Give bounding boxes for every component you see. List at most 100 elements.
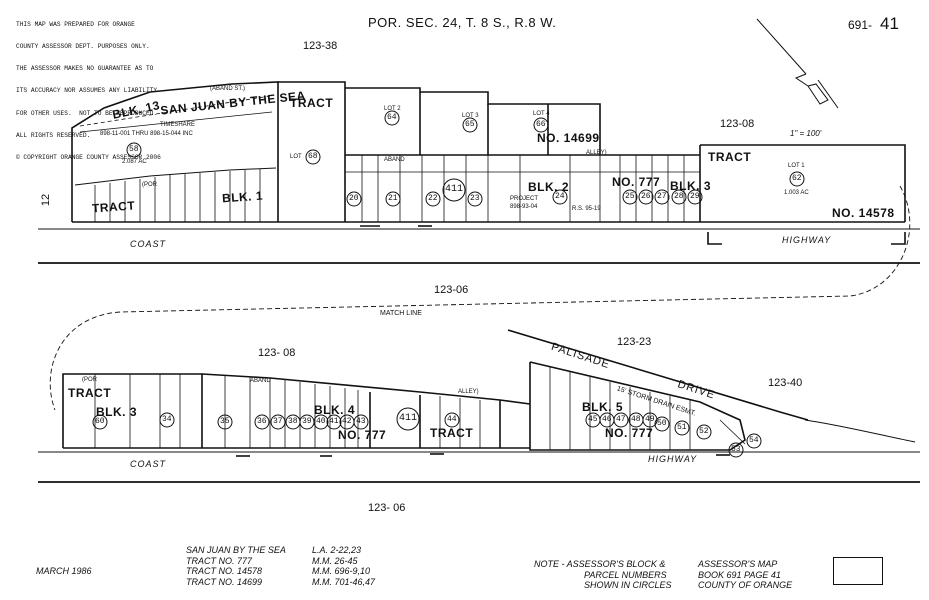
bottom-section — [38, 329, 920, 483]
match-line-label: MATCH LINE — [380, 310, 422, 317]
tract-label: TRACT — [91, 198, 136, 216]
parcel-number: 43 — [356, 417, 366, 426]
parcel-number: 40 — [316, 417, 326, 426]
block-label: BLK. 1 — [221, 188, 264, 206]
parcel-number: 62 — [792, 174, 802, 183]
page-number: 41 — [880, 14, 899, 33]
disclaimer-line: FOR OTHER USES. NOT TO BE REPRODUCED. — [16, 109, 158, 117]
project-number: 898-93-04 — [510, 204, 538, 210]
map-date: MARCH 1986 — [36, 566, 92, 576]
note: NOTE - ASSESSOR'S BLOCK & PARCEL NUMBERS… — [534, 559, 672, 591]
note-line: NOTE - ASSESSOR'S BLOCK & — [534, 559, 666, 569]
parcel-number: 66 — [536, 120, 546, 129]
scale-label: 1" = 100' — [790, 129, 822, 138]
assessor-county: COUNTY OF ORANGE — [698, 580, 793, 590]
parcel-number: 26 — [641, 192, 651, 201]
tract-name: TRACT NO. 777 — [186, 555, 253, 566]
book-ref: 123-40 — [768, 377, 803, 389]
page-prefix: 691- — [848, 18, 873, 32]
parcel-number: 29 — [690, 192, 700, 201]
parcel-number: 47 — [616, 415, 626, 424]
lot-label: LOT — [290, 154, 302, 160]
tract-name: SAN JUAN BY THE SEA — [186, 545, 286, 555]
timeshare-label: TIMESHARE — [160, 122, 196, 128]
acreage: 2.087 AC — [122, 159, 147, 165]
disclaimer: THIS MAP WAS PREPARED FOR ORANGE COUNTY … — [16, 6, 161, 169]
lot-label: LOT 2 — [384, 106, 401, 112]
book-ref: 123-23 — [617, 336, 652, 348]
parcel-number: 41 — [329, 417, 339, 426]
parcel-number: 58 — [129, 145, 139, 154]
project-label: PROJECT — [510, 196, 539, 202]
parcel-number: 44 — [447, 415, 457, 424]
disclaimer-line: THE ASSESSOR MAKES NO GUARANTEE AS TO — [16, 65, 154, 73]
acreage: 1.003 AC — [784, 190, 809, 196]
road-label: HIGHWAY — [782, 235, 832, 245]
book-ref: 123- 06 — [368, 502, 406, 514]
parcel-number: 64 — [387, 113, 397, 122]
parcel-number: 22 — [428, 194, 438, 203]
parcel-circles-bottom — [92, 407, 762, 458]
tract-label: TRACT — [430, 426, 474, 440]
lot-label: LOT 1 — [788, 163, 805, 169]
parcel-number: 50 — [657, 419, 667, 428]
parcel-number: 411 — [445, 184, 464, 195]
disclaimer-line: THIS MAP WAS PREPARED FOR ORANGE — [16, 20, 135, 28]
abandoned-label: ABAND — [384, 157, 405, 163]
parcel-number: 46 — [602, 415, 612, 424]
disclaimer-line: ALL RIGHTS RESERVED. — [16, 131, 91, 139]
tract-number: NO. 14699 — [537, 131, 600, 145]
assessor-book-page: BOOK 691 PAGE 41 — [698, 569, 781, 580]
alley-label: ALLEY) — [458, 389, 479, 395]
portion-label: (POR — [82, 377, 97, 383]
road-label: HIGHWAY — [648, 454, 698, 464]
tract-name: TRACT NO. 14578 — [186, 566, 263, 576]
tract-reference-row: SAN JUAN BY THE SEA L.A. 2-22,23 — [186, 545, 375, 556]
parcel-number: 36 — [257, 417, 267, 426]
block-label: BLK. 5 — [582, 400, 624, 414]
tract-ref: M.M. 701-46,47 — [312, 576, 376, 587]
parcel-number: 25 — [625, 192, 635, 201]
tract-name: TRACT NO. 14699 — [186, 576, 263, 587]
parcel-number: 39 — [302, 417, 312, 426]
tract-reference-row: TRACT NO. 14699 M.M. 701-46,47 — [186, 577, 375, 588]
parcel-number: 20 — [349, 194, 359, 203]
match-line — [49, 185, 911, 411]
parcel-number: 42 — [342, 417, 352, 426]
parcel-number: 65 — [465, 120, 475, 129]
parcel-number: 24 — [555, 192, 565, 201]
parcel-number: 60 — [95, 417, 105, 426]
parcel-number: 23 — [470, 194, 480, 203]
parcel-number: 53 — [731, 445, 741, 454]
tract-ref: M.M. 696-9,10 — [312, 566, 371, 576]
tract-number: NO. 777 — [605, 426, 654, 440]
parcel-number: 37 — [273, 417, 283, 426]
block-label: BLK. 3 — [96, 405, 138, 419]
tract-number: NO. 14578 — [832, 206, 895, 220]
book-ref: 12 — [40, 193, 53, 207]
block-label: BLK. 4 — [314, 403, 356, 417]
abandoned-label: ABAND — [250, 378, 271, 384]
record-survey: R.S. 95-19 — [572, 206, 601, 212]
tract-label: TRACT — [708, 150, 752, 164]
disclaimer-line: ITS ACCURACY NOR ASSUMES ANY LIABILITY — [16, 87, 158, 95]
section-title: POR. SEC. 24, T. 8 S., R.8 W. — [368, 15, 557, 30]
parcel-number: 45 — [588, 415, 598, 424]
tract-label: TRACT — [68, 386, 112, 400]
assessor-title: ASSESSOR'S MAP — [698, 559, 778, 569]
parcel-number: 51 — [677, 423, 687, 432]
tract-ref: M.M. 26-45 — [312, 555, 358, 566]
north-arrow-icon — [756, 18, 839, 109]
parcel-number: 34 — [162, 415, 172, 424]
assessor-map-info: ASSESSOR'S MAP BOOK 691 PAGE 41 COUNTY O… — [698, 559, 792, 591]
parcel-number: 68 — [308, 152, 318, 161]
parcel-number: 54 — [749, 436, 759, 445]
parcel-range: 898-11-001 THRU 898-15-044 INC — [100, 131, 193, 137]
parcel-number: 27 — [657, 192, 667, 201]
parcel-number: 52 — [699, 427, 709, 436]
book-ref: 123- 08 — [258, 347, 296, 359]
parcel-number: 21 — [388, 194, 398, 203]
tract-reference-row: TRACT NO. 14578 M.M. 696-9,10 — [186, 566, 375, 577]
parcel-circles-top — [126, 110, 805, 207]
